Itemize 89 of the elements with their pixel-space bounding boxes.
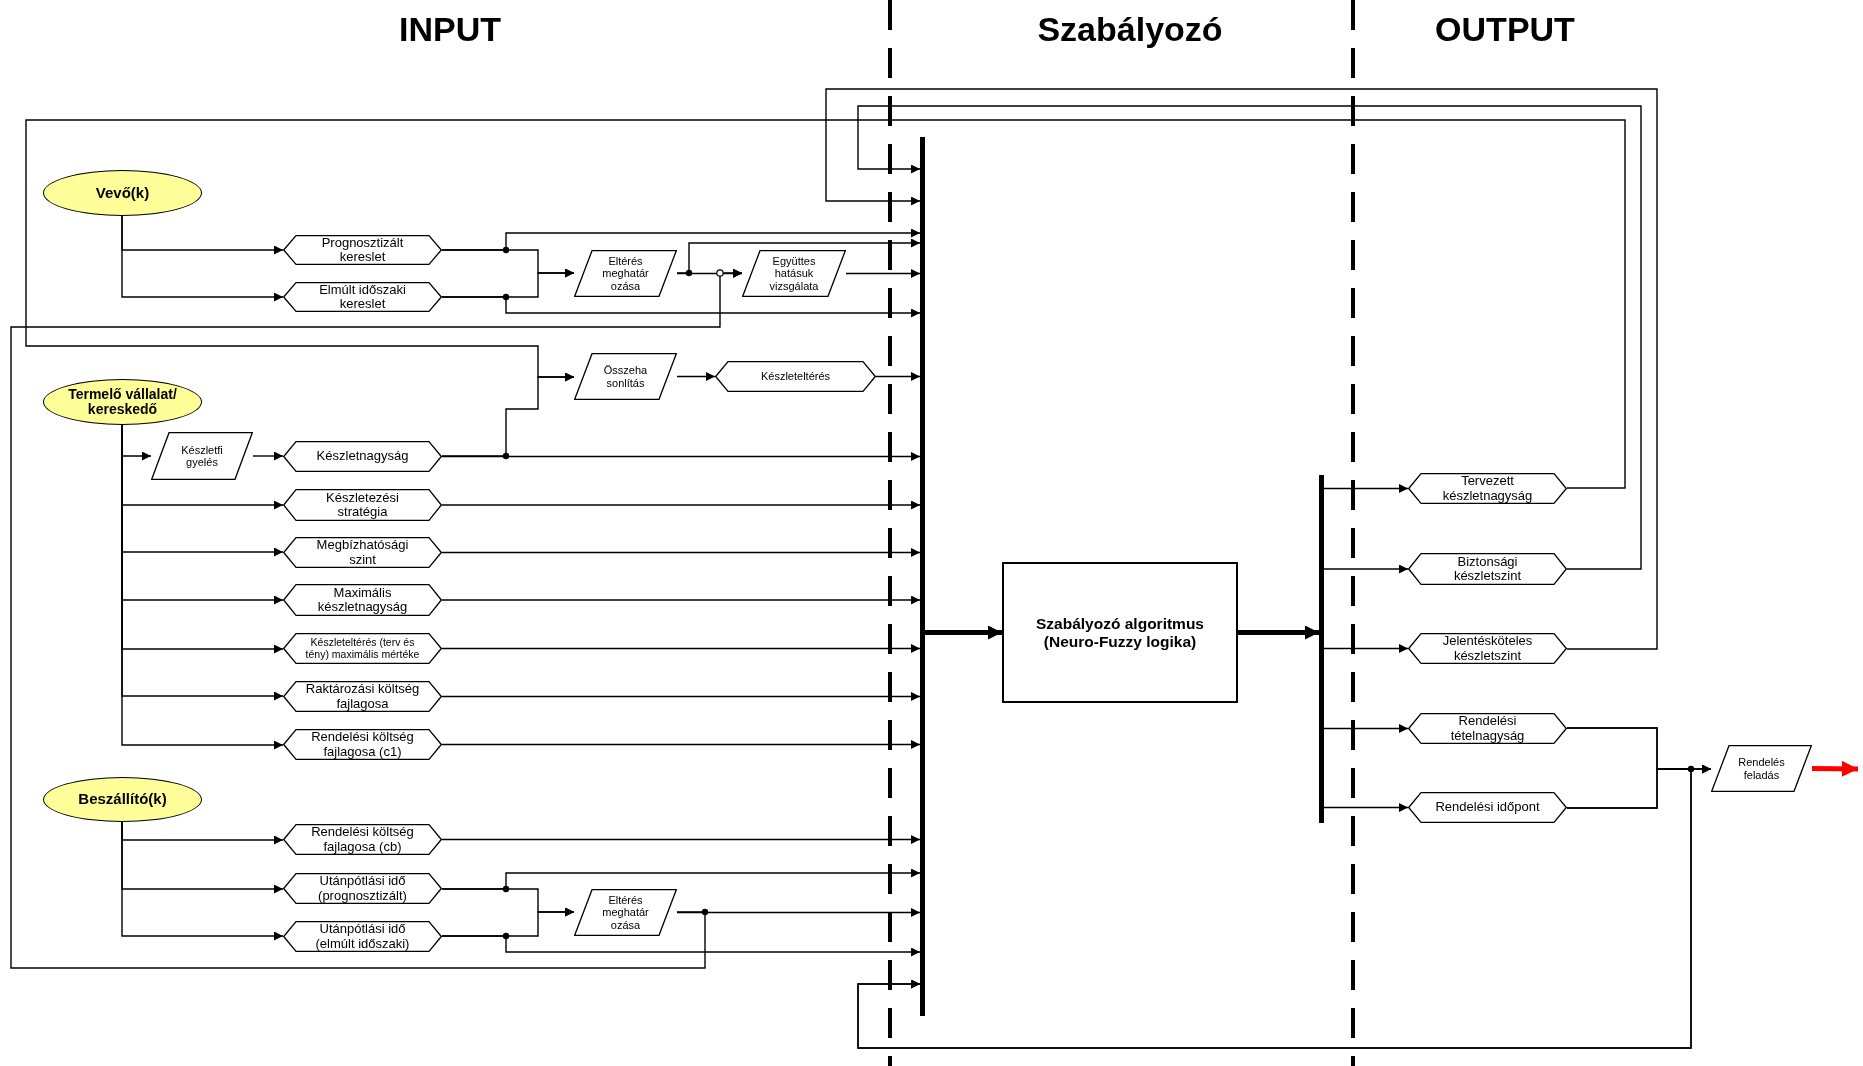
node-label: Termelő vállalat/ kereskedő <box>67 386 178 418</box>
data-hexagon <box>1408 473 1567 504</box>
arrow <box>1323 724 1409 733</box>
arrow <box>857 105 1642 570</box>
process-parallelogram <box>1711 745 1812 792</box>
arrow <box>925 625 1002 640</box>
data-hexagon <box>1408 553 1567 585</box>
arrow <box>10 268 743 969</box>
node-label: Utánpótlási idő (prognosztizált) <box>317 874 408 903</box>
data-hexagon <box>283 584 442 616</box>
data-hexagon <box>283 873 442 904</box>
arrow <box>121 215 284 302</box>
process-parallelogram <box>742 250 846 297</box>
node-label: Utánpótlási idő (elmúlt időszaki) <box>314 922 411 951</box>
arrow <box>441 500 921 510</box>
node-label: Készletezési stratégia <box>325 490 400 520</box>
section-title: Szabályozó <box>1037 10 1223 49</box>
arrow <box>676 238 921 274</box>
arrow <box>121 821 284 941</box>
node-label: Összeha sonlítás <box>602 364 649 389</box>
arrow <box>1238 625 1319 640</box>
data-hexagon <box>1408 792 1567 823</box>
arrow <box>252 451 284 461</box>
arrow <box>441 452 921 461</box>
node-label: Együttes hatásuk vizsgálata <box>768 255 820 292</box>
arrow <box>441 548 921 557</box>
node-label: Vevő(k) <box>95 184 150 202</box>
node-label: Raktározási költség fajlagosa <box>304 682 421 711</box>
node-label: Jelentésköteles készletszint <box>1441 634 1534 663</box>
node-label: Rendelési költség fajlagosa (cb) <box>310 825 415 854</box>
node-label: Tervezett készletnagyság <box>1441 474 1534 503</box>
node-label: Készleteltérés (terv és tény) maximális mértéke <box>304 636 421 661</box>
data-hexagon <box>283 633 442 664</box>
data-hexagon <box>283 537 442 568</box>
data-hexagon <box>1408 713 1567 744</box>
arrow <box>25 119 1626 489</box>
node-label: Maximális készletnagyság <box>316 585 409 615</box>
arrow <box>1811 760 1859 777</box>
node-label: Eltérés meghatár ozása <box>601 894 650 931</box>
data-hexagon <box>283 729 442 760</box>
node-label: Biztonsági készletszint <box>1452 554 1523 584</box>
process-parallelogram <box>574 250 677 297</box>
node-label: Rendelési költség fajlagosa (c1) <box>310 730 415 759</box>
controller-box <box>1002 562 1238 703</box>
data-hexagon <box>283 441 442 472</box>
bus-bar <box>920 137 925 1016</box>
node-label: Szabályozó algoritmus (Neuro-Fuzzy logika) <box>1035 615 1205 650</box>
node-label: Készleteltérés <box>760 370 831 383</box>
node-label: Elmúlt időszaki kereslet <box>318 282 407 312</box>
node-label: Rendelés feladás <box>1737 756 1786 781</box>
node-label: Készletfi gyelés <box>180 443 224 469</box>
data-hexagon <box>715 361 876 392</box>
arrow <box>676 372 716 381</box>
node-label: Prognosztizált kereslet <box>320 235 405 265</box>
arrow <box>441 835 921 844</box>
arrow <box>441 372 575 457</box>
arrow <box>1323 644 1409 653</box>
arrow <box>1323 564 1409 574</box>
arrow <box>845 269 921 278</box>
node-label: Rendelési időpont <box>1435 800 1540 815</box>
node-label: Beszállító(k) <box>78 791 167 808</box>
arrow <box>441 296 921 318</box>
arrow <box>1323 803 1409 812</box>
data-hexagon <box>283 282 442 312</box>
data-hexagon <box>283 235 442 265</box>
section-title: INPUT <box>399 10 501 49</box>
arrow <box>441 740 921 749</box>
data-hexagon <box>1408 633 1567 664</box>
arrow <box>441 692 921 701</box>
arrow <box>676 908 921 917</box>
arrow <box>875 372 921 381</box>
process-parallelogram <box>574 889 677 936</box>
data-hexagon <box>283 489 442 521</box>
data-hexagon <box>283 681 442 712</box>
node-label: Rendelési tételnagyság <box>1449 714 1526 743</box>
process-parallelogram <box>151 432 253 480</box>
arrow <box>825 88 1658 650</box>
data-hexagon <box>283 824 442 855</box>
node-label: Készletnagyság <box>316 449 409 464</box>
node-label: Megbízhatósági szint <box>315 538 410 567</box>
section-title: OUTPUT <box>1435 10 1575 49</box>
arrow <box>441 644 921 653</box>
node-label: Eltérés meghatár ozása <box>601 255 650 292</box>
arrow <box>1323 484 1409 493</box>
process-parallelogram <box>574 353 677 400</box>
bus-bar <box>1319 475 1324 823</box>
arrow <box>441 935 921 957</box>
data-hexagon <box>283 921 442 952</box>
arrow <box>441 595 921 605</box>
